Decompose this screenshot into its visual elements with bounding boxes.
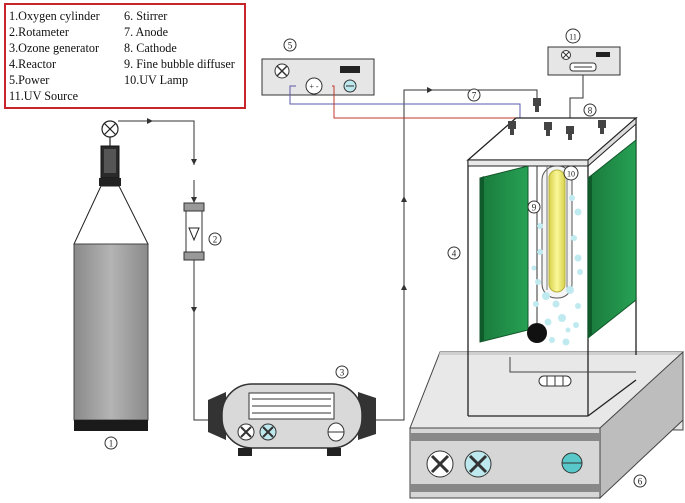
callout-5: 5 xyxy=(288,41,293,51)
legend-item-power: 5.Power xyxy=(9,73,50,87)
legend-item-rotameter: 2.Rotameter xyxy=(9,25,69,39)
legend-item-stirrer: 6. Stirrer xyxy=(124,9,168,23)
callout-7: 7 xyxy=(472,91,477,101)
callout-1: 1 xyxy=(109,439,114,449)
ozone-bubbles xyxy=(531,195,583,346)
callout-9: 9 xyxy=(532,203,537,213)
legend-item-reactor: 4.Reactor xyxy=(9,57,57,71)
oxygen-cylinder xyxy=(73,120,149,431)
callout-8: 8 xyxy=(588,106,593,116)
legend-item-uv-lamp: 10.UV Lamp xyxy=(124,73,189,87)
rotameter xyxy=(183,202,205,261)
callout-2: 2 xyxy=(213,235,218,245)
callouts: 1 2 3 4 5 6 7 8 9 10 11 xyxy=(104,28,647,488)
callout-3: 3 xyxy=(340,368,345,378)
callout-4: 4 xyxy=(452,249,457,259)
reactor-vessel xyxy=(466,98,638,417)
uv-source xyxy=(547,46,621,76)
legend-item-anode: 7. Anode xyxy=(124,25,169,39)
gas-line-cylinder-to-rotameter xyxy=(118,118,197,165)
legend-item-oxygen-cylinder: 1.Oxygen cylinder xyxy=(9,9,100,23)
callout-6: 6 xyxy=(638,477,643,487)
legend-box: 1.Oxygen cylinder 2.Rotameter 3.Ozone ge… xyxy=(4,3,246,109)
power-supply: + - xyxy=(261,58,375,96)
legend-item-uv-source: 11.UV Source xyxy=(9,89,79,103)
legend-item-fine-bubble-diffuser: 9. Fine bubble diffuser xyxy=(124,57,235,71)
callout-11: 11 xyxy=(569,33,577,42)
power-dial-symbols: + - xyxy=(309,82,319,91)
callout-10: 10 xyxy=(567,170,575,179)
ozone-generator xyxy=(208,383,376,456)
legend-item-ozone-generator: 3.Ozone generator xyxy=(9,41,100,55)
legend-item-cathode: 8. Cathode xyxy=(124,41,177,55)
